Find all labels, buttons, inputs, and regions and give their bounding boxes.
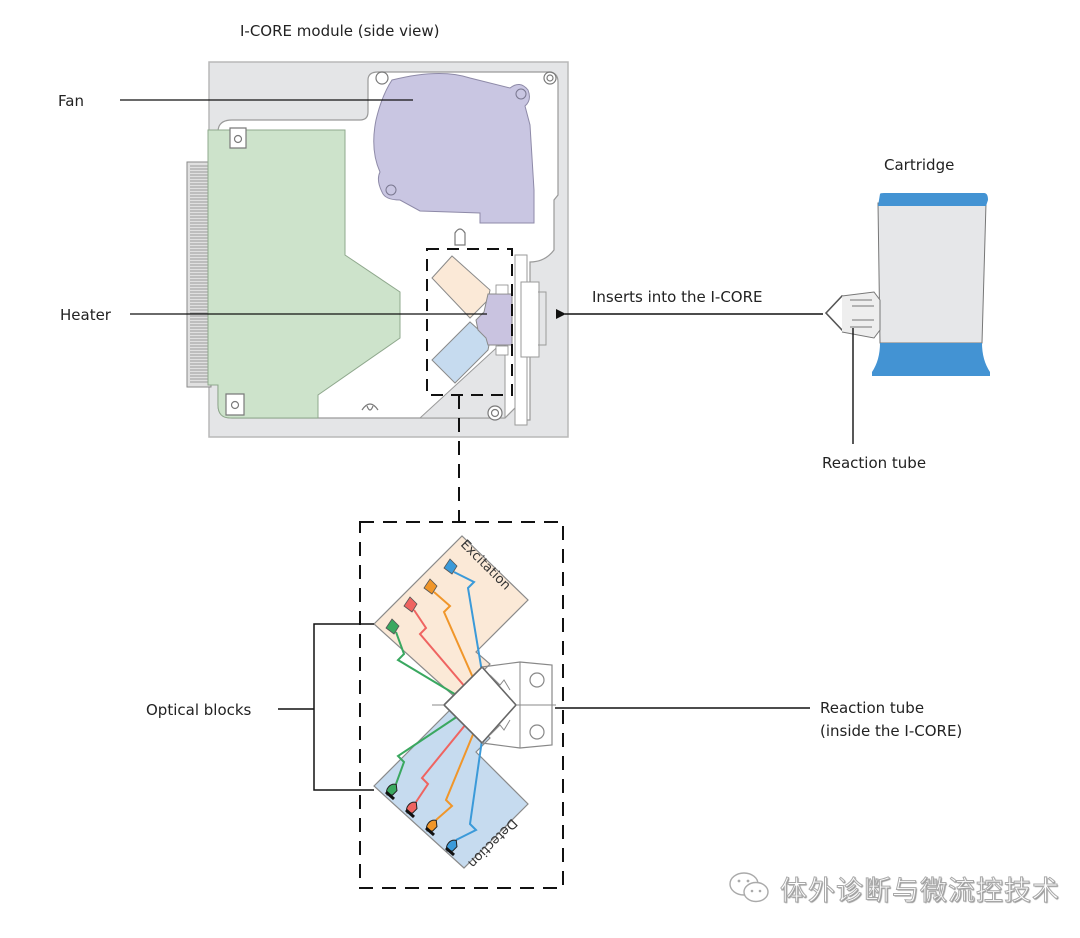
detection-fiber-blue [455,739,483,841]
cartridge-bottom-cap [872,343,990,376]
fan [373,72,535,224]
optical-blocks-label: Optical blocks [146,701,252,719]
watermark: 体外诊断与微流控技术 [728,868,1060,908]
cartridge-body [877,202,987,344]
screw-holes [225,71,557,421]
edge-connector [186,161,212,388]
cartridge-reaction-tube [824,291,881,339]
reaction-tube-inside-label-1: Reaction tube [820,699,924,717]
photodiode-base-red [405,808,415,819]
excitation-fiber-green [395,631,459,697]
module-lower-wedge [418,338,506,419]
wechat-icon [729,872,769,903]
reaction-tube-inside-label-2: (inside the I-CORE) [820,722,962,740]
photodiode-base-orange [425,826,435,837]
i-core-module [186,61,569,438]
excitation-fiber-blue [453,571,483,673]
cartridge-top-cap [878,193,988,206]
photodiode-base-green [385,790,395,801]
cartridge-label: Cartridge [884,156,954,174]
photodiode-base-blue [445,846,455,857]
reaction-tube-inside [432,661,556,749]
heater-label: Heater [60,306,112,324]
optical-blocks-bracket [278,623,374,791]
optics-zoom-region [426,248,513,396]
cartridge-slot [520,281,540,358]
led-orange [423,578,438,595]
cartridge [824,193,990,376]
module-title: I-CORE module (side view) [240,22,440,40]
detection-fiber-red [415,723,467,803]
fan-label: Fan [58,92,84,110]
insert-label: Inserts into the I-CORE [592,288,763,306]
excitation-fiber-orange [433,591,475,681]
led-green [385,618,400,635]
pcb-board [207,129,401,419]
watermark-text: 体外诊断与微流控技术 [780,875,1060,907]
detection-fiber-green [395,715,459,785]
excitation-fiber-red [413,609,467,689]
excitation-fibers [385,558,483,697]
detection-fibers [385,715,483,857]
module-optics [431,255,513,384]
detection-fiber-orange [435,731,475,821]
optics-detail-box [359,521,564,889]
led-blue [443,558,458,575]
led-red [403,596,418,613]
reaction-tube-label: Reaction tube [822,454,926,472]
